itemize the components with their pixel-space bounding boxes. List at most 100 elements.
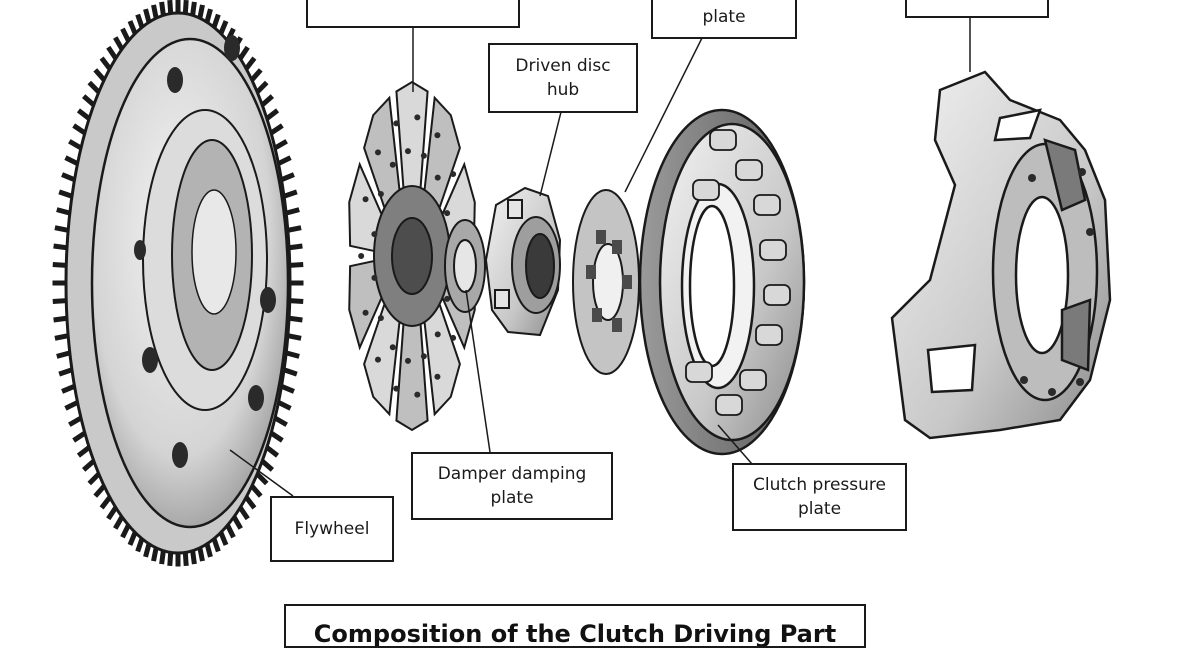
flywheel-tooth xyxy=(271,414,288,427)
diagram-title: Composition of the Clutch Driving Part xyxy=(284,604,866,648)
flywheel-tooth xyxy=(287,261,304,268)
flywheel-teeth xyxy=(52,0,304,567)
flywheel-tooth xyxy=(53,315,70,323)
flywheel-tooth xyxy=(135,13,146,31)
flywheel-tooth xyxy=(72,429,89,443)
flywheel-tooth xyxy=(53,243,70,251)
flywheel-tooth xyxy=(68,139,85,152)
flywheel-tooth xyxy=(151,544,160,562)
flywheel-tooth xyxy=(230,513,243,530)
pressure-plate-boss xyxy=(709,129,737,151)
rivet xyxy=(371,231,378,238)
flywheel-tooth xyxy=(253,470,269,486)
flywheel-tooth xyxy=(76,443,93,458)
flywheel-tooth xyxy=(242,56,257,73)
pressure-plate-boss xyxy=(715,394,743,416)
flywheel-tooth xyxy=(275,399,292,411)
flywheel-tooth xyxy=(151,4,160,22)
flywheel-tooth xyxy=(248,68,263,84)
flywheel-tooth xyxy=(99,56,114,73)
rivet xyxy=(450,171,457,178)
label-top-left-blank xyxy=(306,0,520,28)
rivet xyxy=(450,334,457,341)
rivet xyxy=(434,373,441,380)
flywheel-tooth xyxy=(93,482,108,498)
flywheel-tooth xyxy=(182,549,189,567)
flywheel-tooth xyxy=(106,45,120,62)
pressure-plate-part xyxy=(638,108,806,456)
friction-segment xyxy=(395,80,429,190)
flywheel-tooth xyxy=(113,513,126,530)
rivet xyxy=(404,148,411,155)
flywheel-tooth xyxy=(280,366,298,377)
flywheel-tooth xyxy=(248,482,263,498)
flywheel-tooth xyxy=(258,94,275,109)
flywheel-tooth xyxy=(167,549,174,567)
flywheel-tooth xyxy=(68,414,85,427)
friction-segment xyxy=(395,322,429,432)
flywheel-tooth xyxy=(263,443,280,458)
flywheel-tooth xyxy=(182,0,189,17)
flywheel-tooth xyxy=(189,547,197,565)
rivet xyxy=(371,274,378,281)
flywheel-tooth xyxy=(278,383,295,394)
flywheel-tooth xyxy=(127,529,139,546)
label-driven-disc-hub: Driven disc hub xyxy=(488,43,638,113)
clutch-exploded-diagram xyxy=(52,0,1112,567)
pressure-plate-boss xyxy=(685,361,713,383)
flywheel-tooth xyxy=(143,8,153,26)
flywheel-tooth xyxy=(120,521,132,539)
flywheel-tooth xyxy=(87,470,103,486)
rivet xyxy=(420,152,427,159)
flywheel-tooth xyxy=(242,493,257,510)
flywheel-tooth xyxy=(127,20,139,37)
rivet xyxy=(414,391,421,398)
flywheel-tooth xyxy=(54,332,72,341)
pressure-plate-boss xyxy=(759,239,787,261)
flywheel-tooth xyxy=(56,349,73,359)
flywheel-tooth xyxy=(217,529,229,546)
rivet xyxy=(414,114,421,121)
flywheel-tooth xyxy=(283,349,300,359)
flywheel-tooth xyxy=(64,399,81,411)
flywheel-tooth xyxy=(99,493,114,510)
pressure-plate-boss xyxy=(692,179,720,201)
pressure-plate-boss xyxy=(753,194,781,216)
flywheel-tooth xyxy=(61,383,78,394)
rivet xyxy=(420,353,427,360)
flywheel-tooth xyxy=(56,207,73,217)
label-clutch-pressure-plate: Clutch pressure plate xyxy=(732,463,907,531)
rivet xyxy=(377,314,384,321)
pressure-plate-boss xyxy=(739,369,767,391)
flywheel-tooth xyxy=(72,123,89,137)
driven-disc-rivets xyxy=(358,114,465,398)
flywheel-tooth xyxy=(93,68,108,84)
flywheel-tooth xyxy=(284,332,302,341)
flywheel-tooth xyxy=(58,189,76,200)
rivet xyxy=(389,161,396,168)
diagram-title-text: Composition of the Clutch Driving Part xyxy=(313,620,837,648)
flywheel-tooth xyxy=(52,298,69,305)
label-plate: plate xyxy=(651,0,797,39)
rivet xyxy=(434,132,441,139)
rivet xyxy=(377,191,384,198)
flywheel-tooth xyxy=(286,243,303,251)
flywheel-tooth xyxy=(58,366,76,377)
flywheel-tooth xyxy=(159,1,167,19)
flywheel-tooth xyxy=(278,172,295,183)
rivet xyxy=(444,210,451,217)
damper-plate-part xyxy=(444,219,486,313)
flywheel-tooth xyxy=(271,139,288,152)
flywheel-tooth xyxy=(52,261,69,268)
rivet xyxy=(374,149,381,156)
flywheel-tooth xyxy=(189,1,197,19)
driven-disc-hub-part xyxy=(484,186,562,337)
flywheel-tooth xyxy=(275,155,292,167)
flywheel-tooth xyxy=(81,94,98,109)
flywheel-tooth xyxy=(143,540,153,558)
label-damper-damping-plate: Damper damping plate xyxy=(411,452,613,520)
rivet xyxy=(393,385,400,392)
flywheel-tooth xyxy=(224,521,236,539)
flywheel-tooth xyxy=(263,108,280,123)
flywheel-bolt-holes xyxy=(134,35,276,468)
